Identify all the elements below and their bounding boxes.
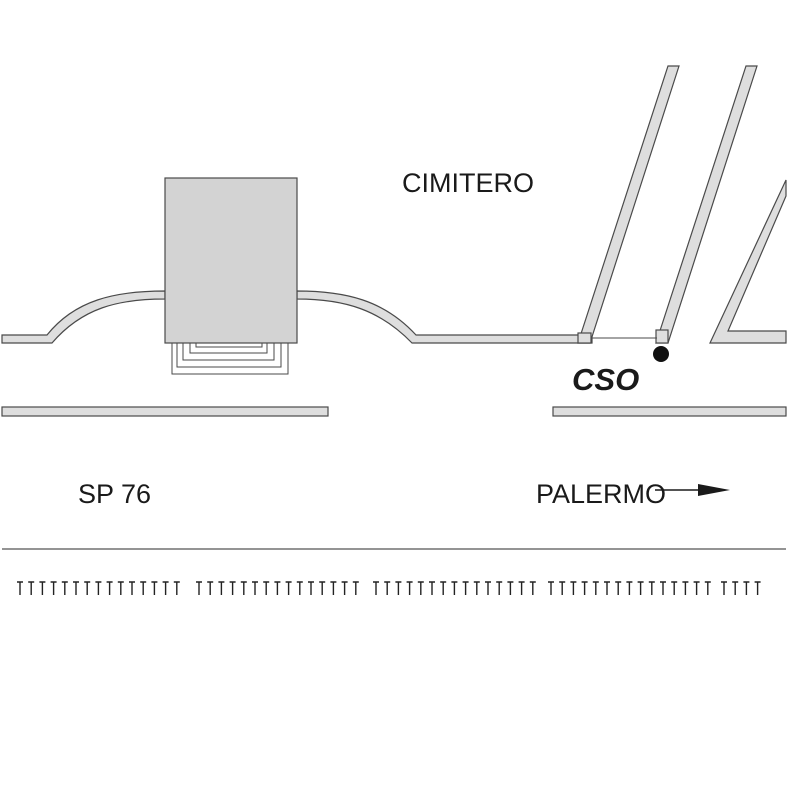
hachure-tick xyxy=(73,581,79,595)
hachure-tick xyxy=(274,581,281,595)
service-road-east xyxy=(296,290,593,344)
road-name-label: SP 76 xyxy=(78,479,151,509)
hachure-tick xyxy=(485,581,491,595)
hachure-tick xyxy=(604,581,610,595)
hachure-tick xyxy=(319,581,326,595)
hachure-tick xyxy=(693,581,700,595)
hachure-tick xyxy=(732,581,739,595)
hachure-tick xyxy=(84,581,91,595)
hachure-tick xyxy=(207,581,214,595)
hachure-tick xyxy=(529,581,536,595)
hachure-tick xyxy=(17,581,23,595)
arrow-right-icon xyxy=(655,484,730,496)
hachure-tick xyxy=(129,581,135,595)
side-road-1-end xyxy=(577,332,592,344)
hachure-tick xyxy=(496,581,503,595)
cemetery-label: CIMITERO xyxy=(402,168,534,198)
hachure-tick xyxy=(721,581,727,595)
hachure-tick xyxy=(559,581,566,595)
hachure-tick xyxy=(754,581,761,595)
hachure-tick xyxy=(507,581,514,595)
hachure-tick xyxy=(648,581,655,595)
hachure-tick xyxy=(384,581,391,595)
hachure-tick xyxy=(581,581,588,595)
building-steps xyxy=(171,343,289,375)
hachure-tick xyxy=(106,581,113,595)
hachure-tick xyxy=(95,581,102,595)
hachure-tick xyxy=(162,581,169,595)
hachure-tick xyxy=(704,581,711,595)
hachure-tick xyxy=(637,581,644,595)
hachure-tick xyxy=(440,581,447,595)
hachure-tick xyxy=(352,581,359,595)
building xyxy=(164,177,298,344)
hachure-tick xyxy=(473,581,480,595)
hachure-tick xyxy=(285,581,292,595)
side-road-1 xyxy=(577,65,680,344)
hachure-tick xyxy=(743,581,750,595)
hachure-tick xyxy=(218,581,225,595)
main-road-west xyxy=(1,406,329,417)
hachure-tick xyxy=(117,581,124,595)
hachure-tick xyxy=(196,581,202,595)
hachure-tick xyxy=(173,581,180,595)
hachure-tick xyxy=(240,581,247,595)
hachure-tick xyxy=(451,581,458,595)
hachure-tick xyxy=(406,581,413,595)
hachure-tick xyxy=(341,581,348,595)
hachure-tick xyxy=(592,581,599,595)
embankment-hachures xyxy=(17,581,761,595)
main-road-east xyxy=(552,406,787,417)
cso-label: CSO xyxy=(572,362,639,397)
hachure-tick xyxy=(682,581,689,595)
hachure-tick xyxy=(626,581,633,595)
hachure-tick xyxy=(330,581,337,595)
side-road-2 xyxy=(655,65,758,344)
hachure-tick xyxy=(39,581,46,595)
hachure-tick xyxy=(417,581,424,595)
hachure-tick xyxy=(395,581,402,595)
hachure-tick xyxy=(140,581,147,595)
direction-label: PALERMO xyxy=(536,479,666,509)
hachure-tick xyxy=(615,581,622,595)
hachure-tick xyxy=(429,581,435,595)
hachure-tick xyxy=(151,581,158,595)
hachure-tick xyxy=(61,581,68,595)
hachure-tick xyxy=(296,581,303,595)
hachure-tick xyxy=(518,581,525,595)
hachure-tick xyxy=(548,581,554,595)
hachure-tick xyxy=(263,581,270,595)
hachure-tick xyxy=(373,581,379,595)
location-dot-icon xyxy=(653,346,669,362)
hachure-tick xyxy=(50,581,57,595)
service-road xyxy=(1,290,166,344)
hachure-tick xyxy=(671,581,678,595)
junction-wedge xyxy=(709,179,787,344)
side-road-2-end xyxy=(655,329,669,344)
hachure-tick xyxy=(28,581,35,595)
hachure-tick xyxy=(660,581,666,595)
hachure-tick xyxy=(252,581,258,595)
hachure-tick xyxy=(570,581,577,595)
hachure-tick xyxy=(229,581,236,595)
hachure-tick xyxy=(462,581,469,595)
hachure-tick xyxy=(308,581,314,595)
